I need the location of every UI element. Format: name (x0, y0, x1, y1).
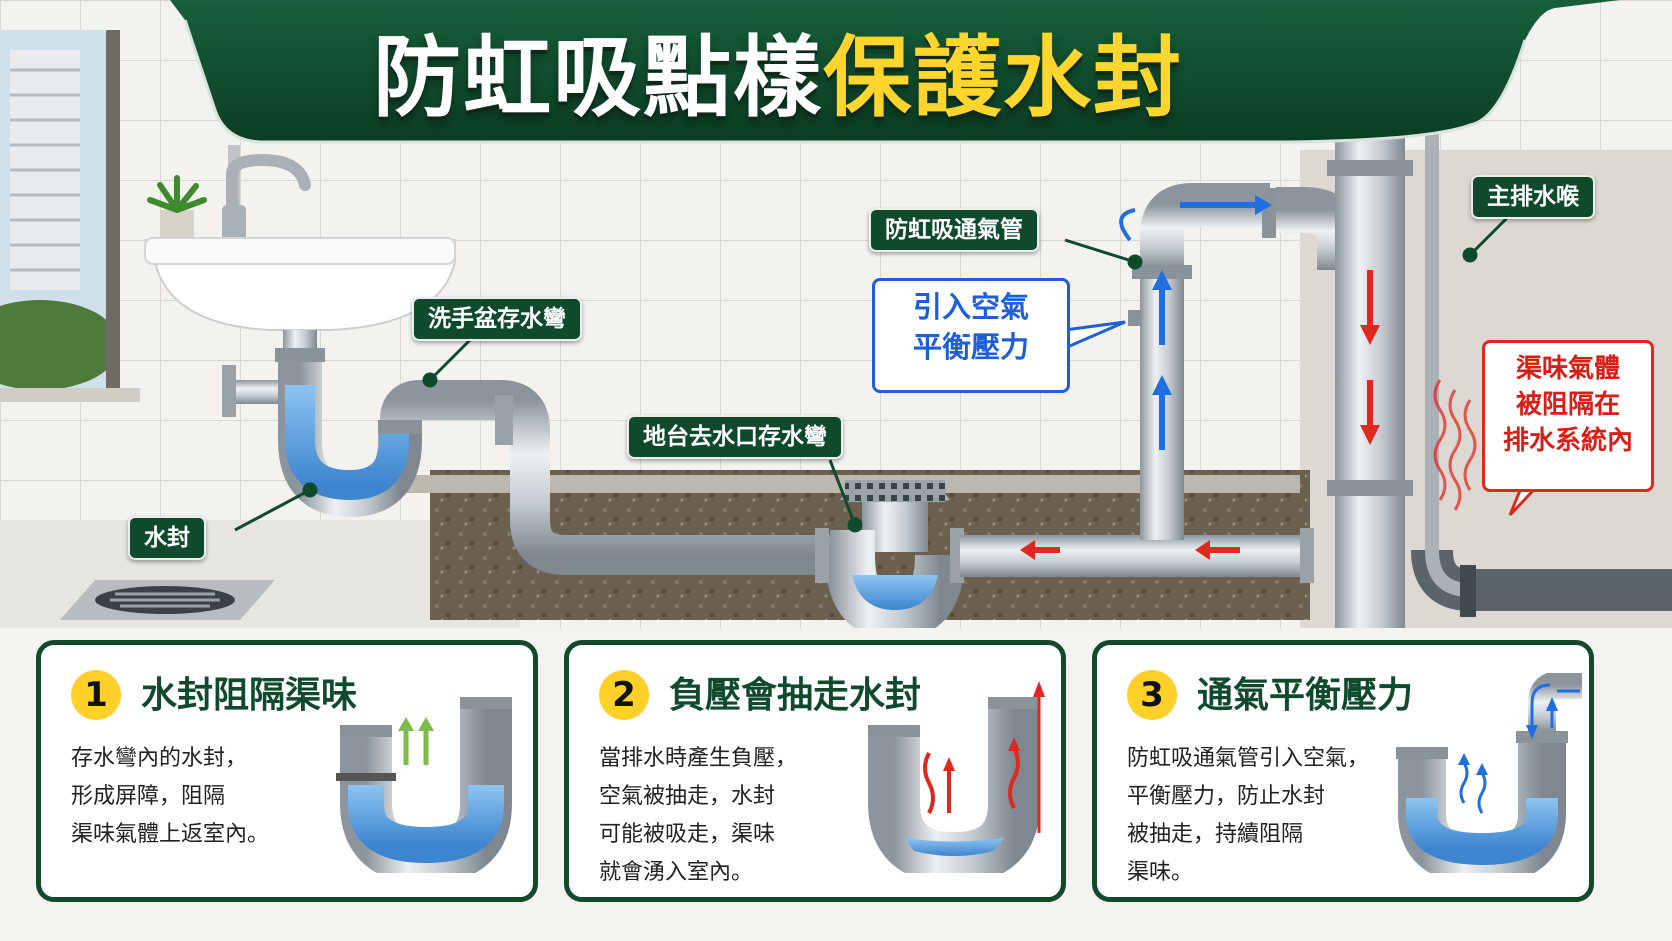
basin-p-trap (275, 348, 830, 575)
floor-drain-grate-icon (845, 480, 945, 502)
info-card-3: 3 通氣平衡壓力 防虹吸通氣管引入空氣， 平衡壓力，防止水封 被抽走，持續阻隔 … (1092, 640, 1594, 902)
card-body-line: 就會湧入室內。 (599, 860, 754, 885)
info-card-1: 1 水封阻隔渠味 存水彎內的水封， 形成屏障，阻隔 渠味氣體上返室內。 (36, 640, 538, 902)
card-body-line: 渠味。 (1127, 860, 1194, 885)
callout-gas-line2: 被阻隔在 (1515, 390, 1620, 420)
card-body: 存水彎內的水封， 形成屏障，阻隔 渠味氣體上返室內。 (71, 740, 321, 854)
card-body-line: 可能被吸走，渠味 (599, 822, 776, 847)
card-title: 負壓會抽走水封 (669, 675, 922, 716)
card-body-line: 被抽走，持續阻隔 (1127, 822, 1304, 847)
card-body-line: 形成屏障，阻隔 (71, 784, 226, 809)
callout-air-in-line2: 平衡壓力 (912, 330, 1029, 364)
card-number: 2 (599, 670, 649, 720)
card-body-line: 平衡壓力，防止水封 (1127, 784, 1326, 809)
callout-gas-line3: 排水系統內 (1502, 426, 1633, 456)
u-trap-vented-icon (1396, 673, 1582, 873)
callout-gas-line1: 渠味氣體 (1515, 354, 1620, 384)
card-title: 水封阻隔渠味 (141, 675, 358, 716)
callout-air-in: 引入空氣 平衡壓力 (872, 278, 1070, 393)
card-body-line: 空氣被抽走，水封 (599, 784, 776, 809)
label-main-stack: 主排水喉 (1471, 175, 1595, 219)
label-floor-drain-trap: 地台去水口存水彎 (627, 415, 843, 459)
card-title: 通氣平衡壓力 (1197, 675, 1414, 716)
floor-drain-trap (815, 480, 1314, 641)
u-trap-siphoned-icon (868, 681, 1045, 873)
window (0, 30, 140, 402)
page-title: 防虹吸點樣保護水封 (248, 28, 1308, 128)
label-basin-trap: 洗手盆存水彎 (412, 297, 582, 341)
title-part2: 保護水封 (823, 26, 1184, 129)
title-part1: 防虹吸點樣 (372, 26, 823, 129)
card-number: 3 (1127, 670, 1177, 720)
card-number: 1 (71, 670, 121, 720)
card-body-line: 當排水時產生負壓， (599, 746, 798, 771)
callout-gas-blocked: 渠味氣體 被阻隔在 排水系統內 (1482, 340, 1654, 492)
card-body-line: 渠味氣體上返室內。 (71, 822, 270, 847)
label-vent-pipe: 防虹吸通氣管 (869, 208, 1039, 252)
card-body-line: 防虹吸通氣管引入空氣， (1127, 746, 1370, 771)
title-banner (170, 0, 1672, 142)
air-arrow-icon (1119, 195, 1272, 450)
wash-basin (143, 145, 456, 417)
u-trap-sealed-icon (336, 697, 512, 873)
card-body: 防虹吸通氣管引入空氣， 平衡壓力，防止水封 被抽走，持續阻隔 渠味。 (1127, 740, 1377, 892)
leader-lines (234, 213, 1512, 533)
floor-drain-grate-icon (60, 580, 275, 620)
odor-wave-icon (1433, 379, 1477, 511)
gas-arrow-icon (1020, 270, 1380, 560)
faucet-icon (222, 153, 311, 245)
callout-air-in-line1: 引入空氣 (912, 290, 1029, 324)
label-water-seal: 水封 (128, 516, 206, 560)
card-body-line: 存水彎內的水封， (71, 746, 248, 771)
info-card-2: 2 負壓會抽走水封 當排水時產生負壓， 空氣被抽走，水封 可能被吸走，渠味 就會… (564, 640, 1066, 902)
card-body: 當排水時產生負壓， 空氣被抽走，水封 可能被吸走，渠味 就會湧入室內。 (599, 740, 849, 892)
